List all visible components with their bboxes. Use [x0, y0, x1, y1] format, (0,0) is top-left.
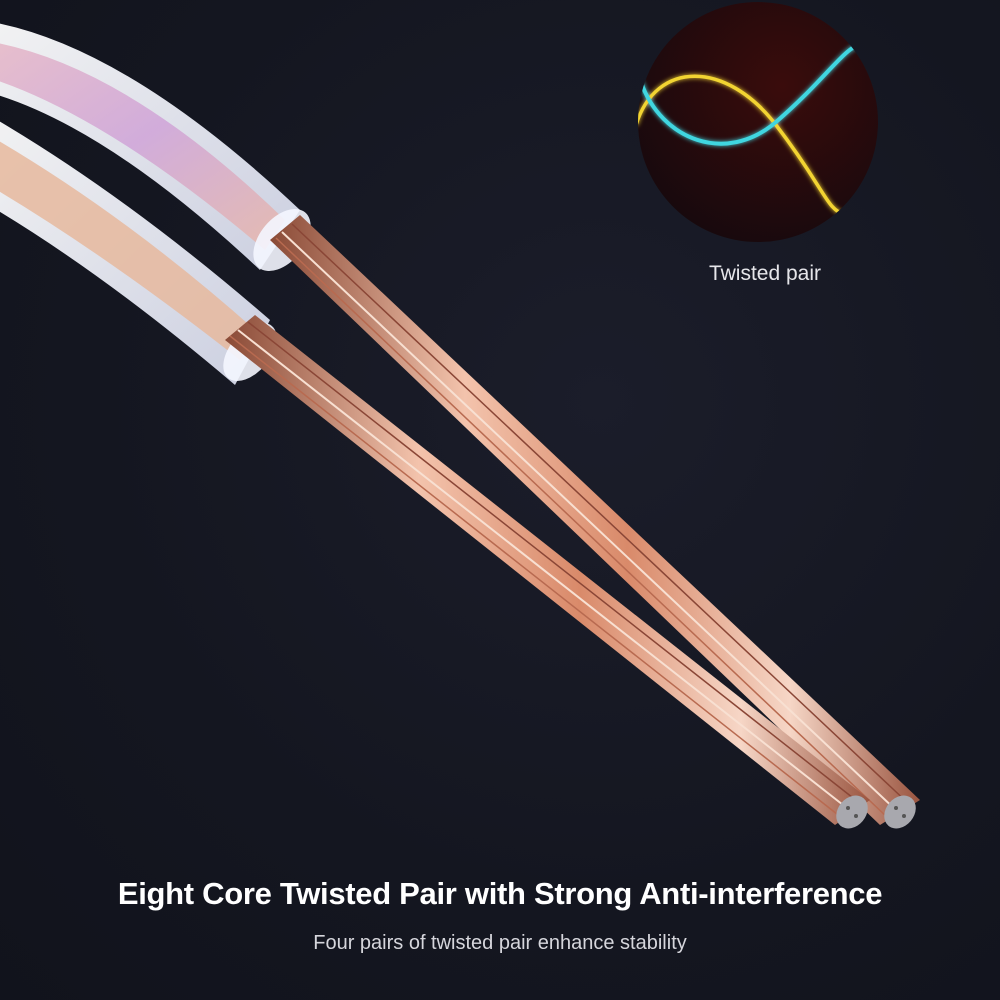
strand-end-caps — [836, 795, 916, 829]
twisted-pair-diagram-icon — [638, 2, 878, 242]
headline: Eight Core Twisted Pair with Strong Anti… — [117, 876, 883, 911]
upper-copper-strands — [270, 215, 920, 825]
subline: Four pairs of twisted pair enhance stabi… — [313, 932, 687, 954]
inset-label: Twisted pair — [708, 262, 822, 285]
lower-copper-strands — [225, 315, 870, 825]
